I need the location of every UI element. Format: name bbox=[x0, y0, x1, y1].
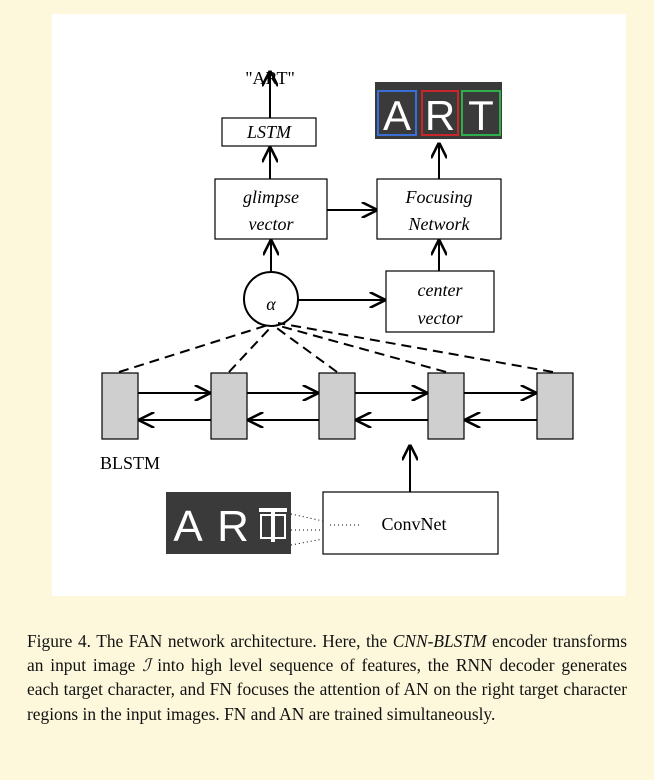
box-t bbox=[461, 90, 501, 136]
center-label-line1: center bbox=[418, 280, 464, 300]
alpha-symbol: α bbox=[266, 294, 276, 314]
blstm-cell-5 bbox=[536, 372, 574, 440]
glimpse-label-line1: glimpse bbox=[243, 187, 299, 207]
focused-letter-a: A bbox=[383, 92, 411, 139]
box-a bbox=[377, 90, 417, 136]
attn-line-2 bbox=[228, 326, 272, 373]
blstm-cell-2 bbox=[210, 372, 248, 440]
center-vector-box bbox=[385, 270, 495, 333]
caption-prefix: Figure 4. The FAN network architecture. … bbox=[27, 631, 393, 651]
box-r bbox=[421, 90, 459, 136]
caption-image-symbol: ℐ bbox=[142, 655, 151, 676]
lstm-label: LSTM bbox=[246, 122, 292, 142]
attn-line-3 bbox=[273, 325, 338, 373]
blstm-cell-3 bbox=[318, 372, 356, 440]
input-image: A R bbox=[166, 492, 291, 554]
focused-letter-t: T bbox=[468, 92, 494, 139]
glimpse-vector-box bbox=[214, 178, 328, 240]
input-letter-a: A bbox=[173, 502, 203, 551]
attn-line-4 bbox=[275, 324, 447, 373]
crop-dotted-lines bbox=[290, 513, 360, 546]
input-letter-r: R bbox=[217, 502, 249, 551]
blstm-cells bbox=[101, 372, 574, 440]
lstm-box bbox=[221, 117, 317, 147]
figure-caption: Figure 4. The FAN network architecture. … bbox=[27, 629, 627, 726]
blstm-label: BLSTM bbox=[100, 453, 160, 473]
convnet-label: ConvNet bbox=[382, 514, 447, 534]
focused-art-image: A R T bbox=[375, 82, 502, 139]
convnet-box bbox=[322, 491, 499, 555]
glimpse-label-line2: vector bbox=[249, 214, 295, 234]
fan-architecture-diagram: "ART" LSTM glimpse vector Focusing Netwo… bbox=[100, 68, 574, 555]
caption-mid: encoder transforms an input image bbox=[27, 631, 628, 676]
focusing-label-line2: Network bbox=[408, 214, 471, 234]
caption-rest: into high level sequence of features, th… bbox=[27, 655, 627, 724]
blstm-cell-1 bbox=[101, 372, 139, 440]
attn-line-1 bbox=[118, 324, 269, 373]
input-partial-t-glyph bbox=[259, 508, 287, 542]
blstm-cell-4 bbox=[427, 372, 465, 440]
caption-encoder: CNN-BLSTM bbox=[392, 631, 487, 651]
attn-line-5 bbox=[277, 322, 554, 373]
center-label-line2: vector bbox=[418, 308, 464, 328]
focusing-label-line1: Focusing bbox=[405, 187, 473, 207]
focused-letter-r: R bbox=[425, 92, 455, 139]
attention-dashed-lines bbox=[118, 322, 554, 373]
